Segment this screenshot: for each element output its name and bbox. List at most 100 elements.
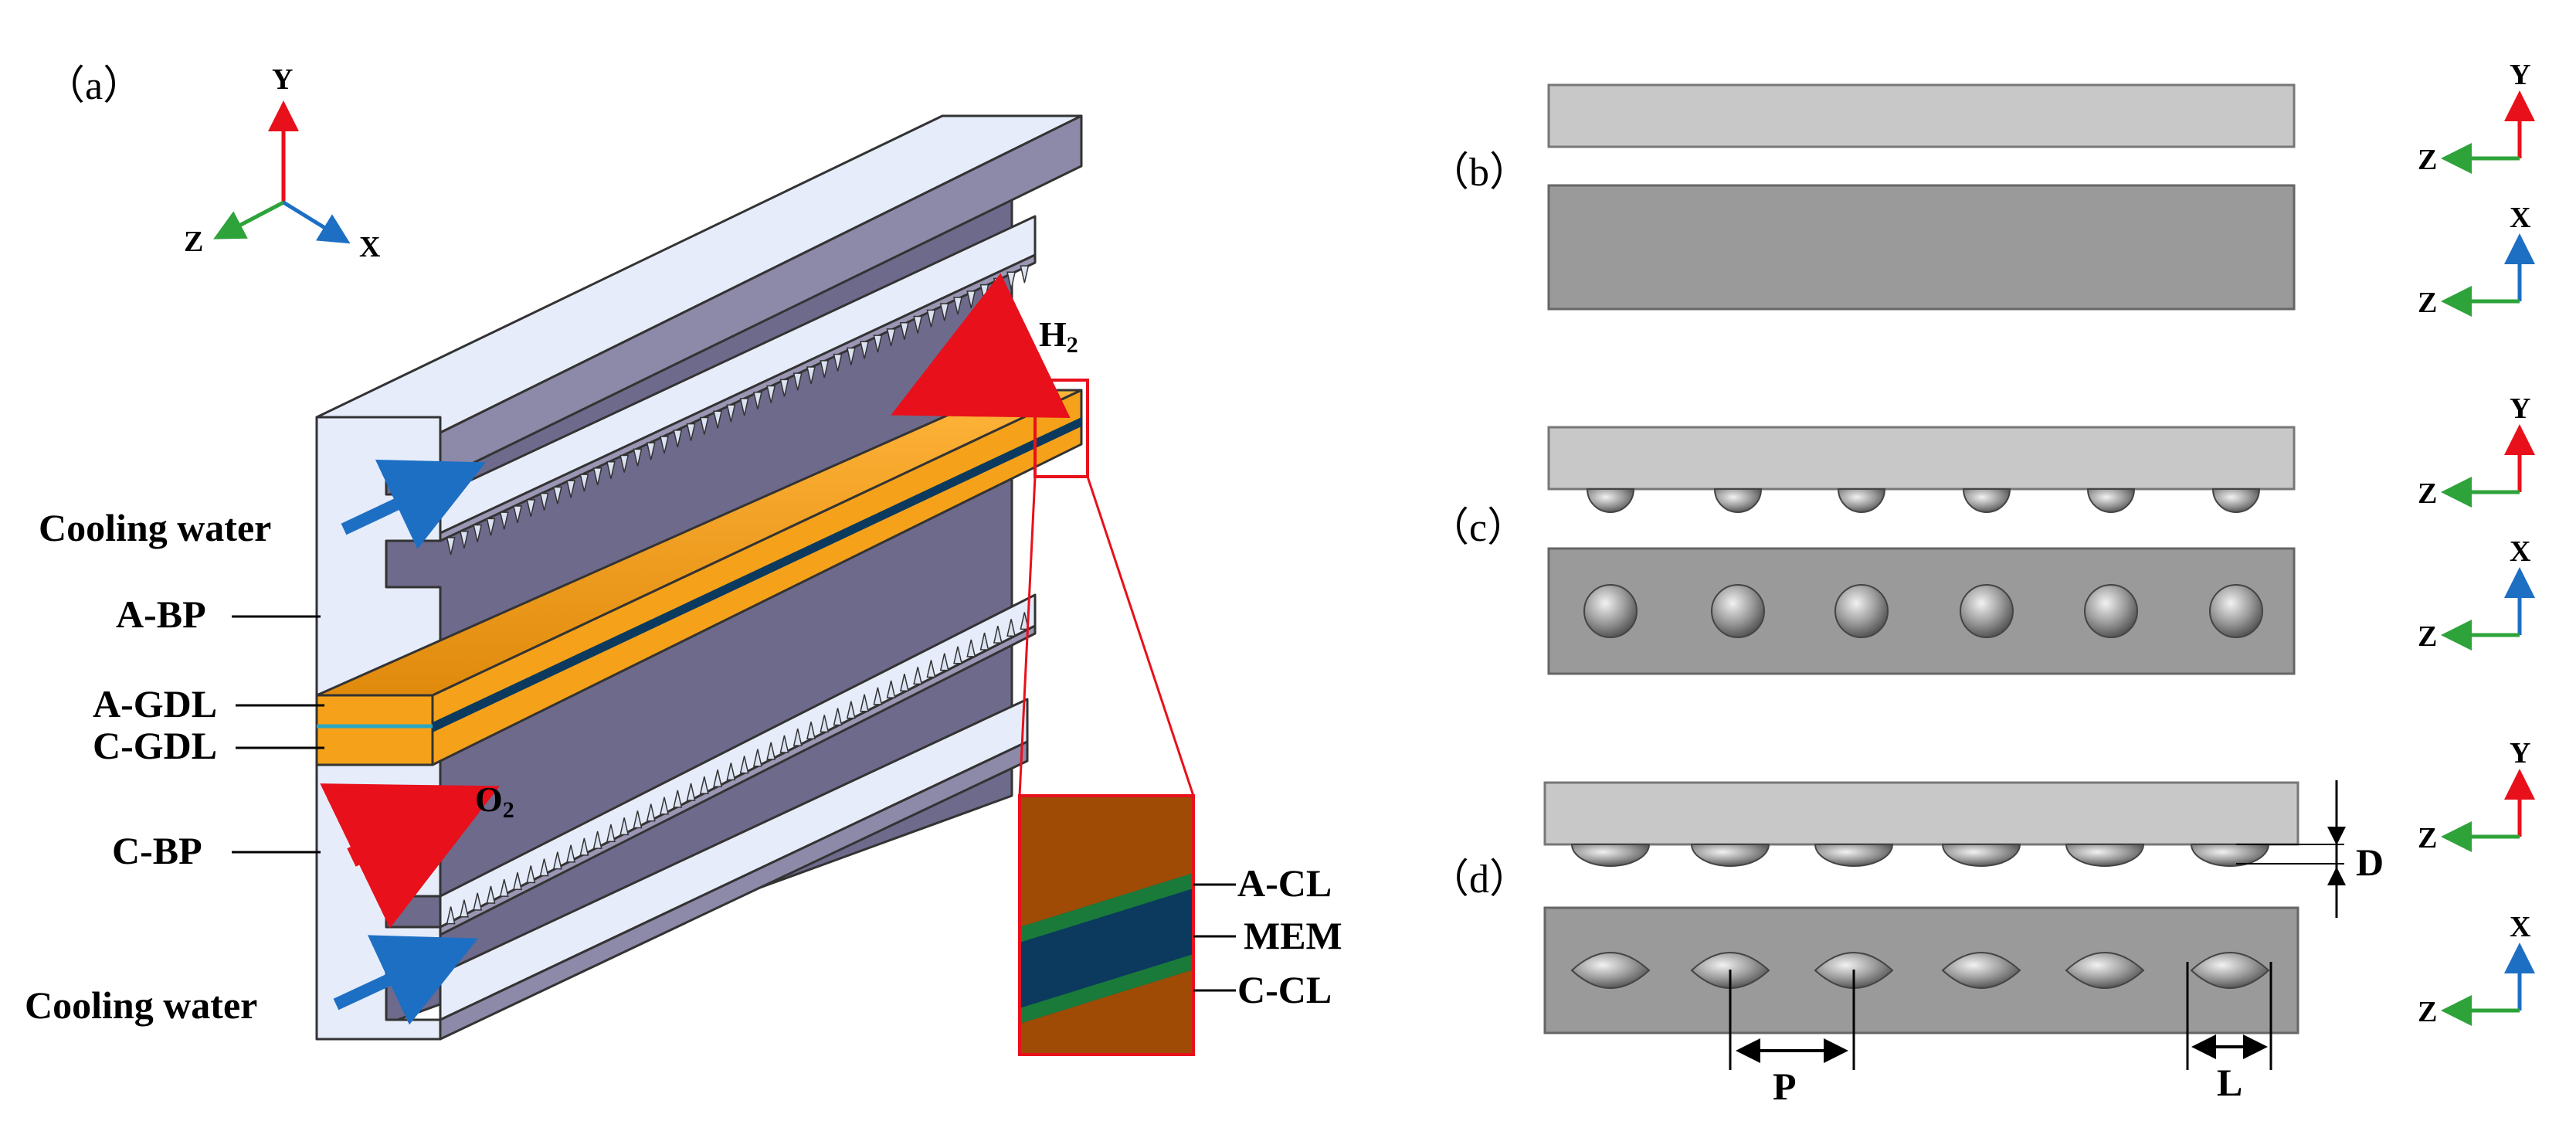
membrane-stripe (433, 417, 1081, 732)
channel-tooth (939, 653, 949, 671)
top-bump (1711, 584, 1765, 638)
axis-label-y: Y (272, 63, 293, 96)
channel-tooth (606, 460, 616, 479)
axis-label-z: Z (184, 226, 203, 258)
zoom-source-box (1033, 379, 1089, 478)
channel-tooth (766, 742, 776, 760)
channel-tooth (552, 851, 562, 870)
view-b (1547, 83, 2296, 311)
channel-tooth (860, 341, 870, 359)
top-bump (1570, 952, 1651, 989)
channel-tooth (660, 797, 669, 815)
side-bump (2065, 844, 2145, 867)
view-c-side-plate (1547, 426, 2296, 491)
channel-tooth (499, 878, 509, 897)
top-bump (1960, 584, 2014, 638)
channel-tooth (966, 639, 976, 657)
channel-tooth (699, 776, 709, 794)
channel-tooth (660, 436, 669, 454)
channel-tooth (526, 865, 536, 884)
label-c-cl: C-CL (1237, 968, 1332, 1011)
channel-tooth (873, 687, 883, 705)
channel-tooth (713, 410, 723, 429)
panel-label-a: （a） (45, 64, 143, 108)
side-bump (1962, 488, 2011, 513)
channel-tooth (1020, 265, 1030, 284)
top-bump (1583, 584, 1638, 638)
inset-cathode-catalyst (1020, 954, 1193, 1024)
label-a-bp: A-BP (116, 593, 206, 636)
top-bump (2190, 952, 2270, 989)
cooling-water-arrow-top (341, 460, 486, 549)
label-c-gdl: C-GDL (93, 724, 217, 767)
h2-inflow-arrow (891, 273, 1071, 419)
label-cooling-water-bottom: Cooling water (25, 983, 257, 1027)
channel-tooth (806, 366, 816, 385)
view-axis-up-label: Y (2510, 392, 2530, 425)
side-bump (1814, 844, 1894, 867)
label-cooling-water-top: Cooling water (39, 506, 271, 549)
gdl-end-face (315, 694, 434, 766)
label-a-cl: A-CL (1237, 861, 1332, 905)
membrane-zoom-inset: A-CL MEM C-CL (1018, 379, 1342, 1056)
cooling-water-arrow-bottom (333, 935, 479, 1025)
view-c-top-plate (1547, 547, 2296, 675)
channel-tooth (1020, 612, 1030, 630)
channel-tooth (739, 398, 749, 416)
channel-tooth (673, 430, 683, 447)
fuel-cell-3d-model (315, 114, 1083, 1041)
z-axis-arrow (213, 200, 285, 239)
side-bump (1713, 488, 1763, 513)
top-bump (2209, 584, 2263, 638)
view-d-top-plate (1543, 906, 2299, 1034)
channel-tooth (953, 646, 962, 664)
channel-tooth (820, 360, 830, 378)
channel-tooth (713, 769, 723, 788)
channel-tooth (752, 391, 762, 409)
side-bump (1690, 844, 1770, 867)
channel-tooth (726, 763, 736, 781)
view-axis-left-label: Z (2418, 144, 2437, 176)
label-mem: MEM (1244, 914, 1342, 957)
channel-tooth (846, 347, 856, 365)
channel-tooth (766, 385, 776, 403)
o2-inflow-arrow (320, 783, 500, 929)
view-axis-left-label: Z (2418, 477, 2437, 510)
channel-tooth (873, 335, 883, 353)
channel-tooth (526, 499, 536, 517)
view-b-side-plate (1547, 83, 2296, 148)
channel-tooth (886, 680, 896, 698)
channel-tooth (779, 735, 789, 753)
channel-tooth (592, 831, 602, 849)
channel-tooth (833, 353, 843, 372)
channel-tooth (899, 674, 909, 691)
zoom-line-right (1086, 476, 1195, 797)
channel-tooth (619, 817, 630, 836)
channel-tooth (779, 379, 789, 397)
view-axis-left-label: Z (2418, 822, 2437, 854)
view-d: D P L (1543, 780, 2384, 1108)
dim-label-l: L (2217, 1061, 2242, 1104)
inset-frame (1018, 794, 1195, 1056)
channel-tooth (566, 480, 576, 498)
view-c (1547, 426, 2296, 675)
channel-tooth (846, 701, 856, 719)
channel-tooth (566, 844, 576, 863)
view-axis-left-label: Z (2418, 620, 2437, 653)
channel-tooth (592, 467, 602, 486)
view-d-side-plate (1543, 781, 2299, 846)
channel-tooth (552, 486, 562, 504)
side-bump (1941, 844, 2021, 867)
channel-tooth (499, 511, 509, 530)
channel-tooth (486, 518, 496, 536)
view-axis-up-label: X (2510, 202, 2530, 234)
x-axis-arrow (282, 200, 351, 244)
view-c-top-bumps (1583, 584, 2263, 638)
channel-tooth (646, 442, 656, 460)
channel-tooth (606, 824, 616, 842)
view-axis-left-label: Z (2418, 287, 2437, 319)
side-bump (2211, 488, 2261, 513)
component-labels: Cooling water A-BP A-GDL C-GDL C-BP Cool… (25, 506, 324, 1027)
axis-label-x: X (359, 231, 380, 263)
